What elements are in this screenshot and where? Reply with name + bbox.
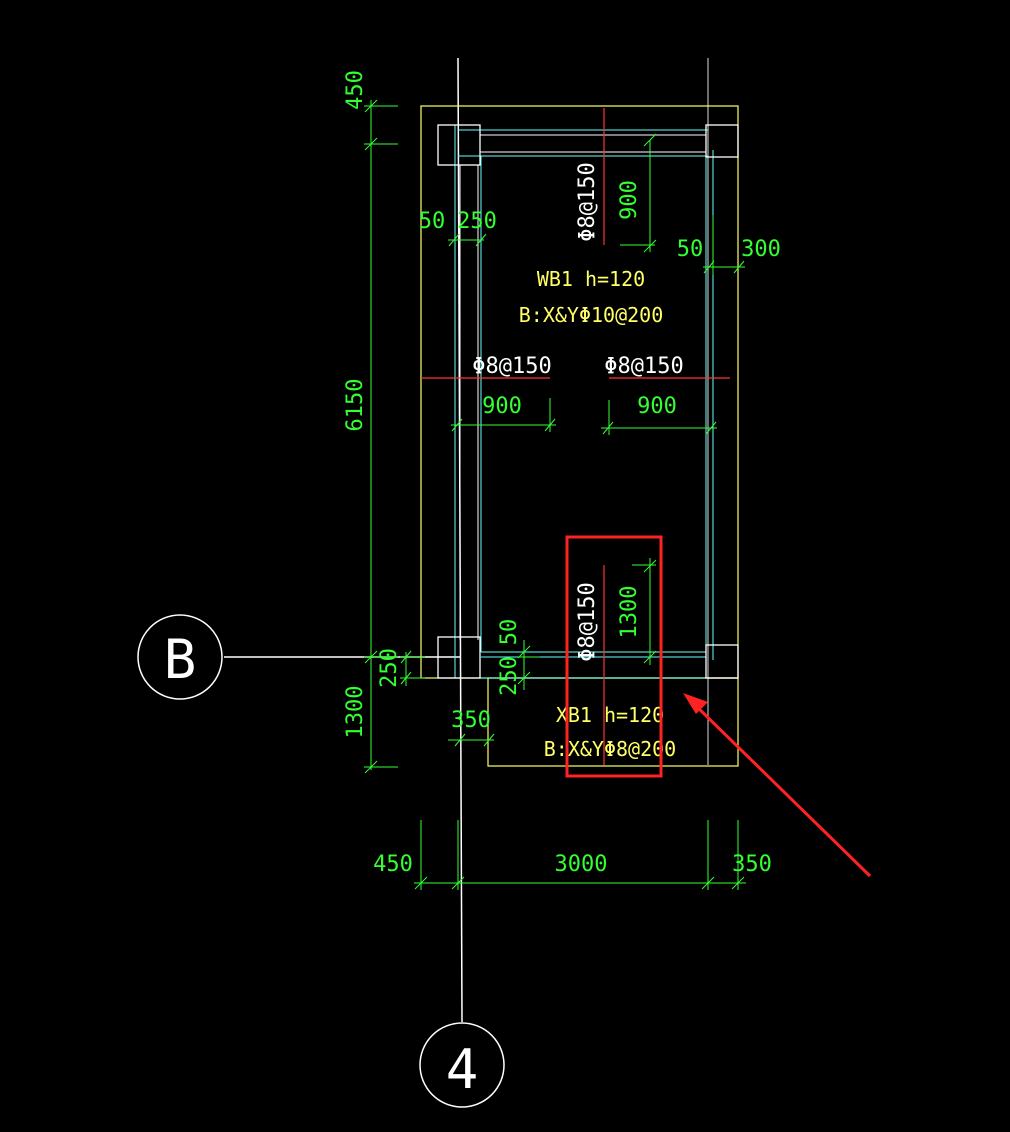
slab-xb1-bottom: B:X&YΦ8@200: [544, 737, 676, 761]
dim-left-250: 250: [377, 648, 402, 688]
highlight-box: [565, 535, 663, 778]
dim-bottom-right: 350: [732, 852, 772, 877]
dim-left-top: 450: [343, 70, 368, 110]
rebar-left-spec: Φ8@150: [472, 354, 551, 379]
dim-left-rebar-length: 900: [482, 394, 522, 419]
rebar-right-spec: Φ8@150: [604, 354, 683, 379]
dim-bottom-rebar-length: 1300: [617, 586, 642, 639]
dim-inner-300-right: 300: [741, 237, 781, 262]
slab-wb1-bottom: B:X&YΦ10@200: [519, 303, 664, 327]
dim-right-rebar-length: 900: [637, 394, 677, 419]
rebar-lines: [421, 108, 730, 765]
axis-bubble-B: B: [137, 614, 223, 700]
slab-xb1-name: XB1 h=120: [556, 703, 664, 727]
dim-bottom-left: 450: [373, 852, 413, 877]
dim-left-bottom: 1300: [343, 686, 368, 739]
dim-left-main: 6150: [343, 379, 368, 432]
rebar-bottom-spec: Φ8@150: [575, 582, 600, 661]
column-top-right: [705, 124, 739, 158]
dim-inner-50-left: 50: [419, 209, 446, 234]
column-bottom-left: [437, 636, 481, 679]
dim-inner-50-right: 50: [677, 237, 704, 262]
column-top-left: [437, 124, 481, 166]
dim-top-rebar-length: 900: [617, 180, 642, 220]
dimension-lines: [364, 99, 746, 890]
dim-cant-250: 250: [497, 656, 522, 696]
axis-bubble-4: 4: [419, 1022, 505, 1108]
axis-label-B: B: [164, 628, 197, 691]
column-bottom-right: [705, 644, 739, 679]
dim-inner-250-left: 250: [457, 209, 497, 234]
dim-cant-350: 350: [451, 708, 491, 733]
dim-cant-50: 50: [497, 619, 522, 646]
rebar-top-spec: Φ8@150: [575, 162, 600, 241]
axis-label-4: 4: [446, 1038, 479, 1101]
highlight-arrow: [683, 693, 872, 878]
dim-bottom-main: 3000: [555, 852, 608, 877]
slab-wb1-name: WB1 h=120: [537, 267, 645, 291]
